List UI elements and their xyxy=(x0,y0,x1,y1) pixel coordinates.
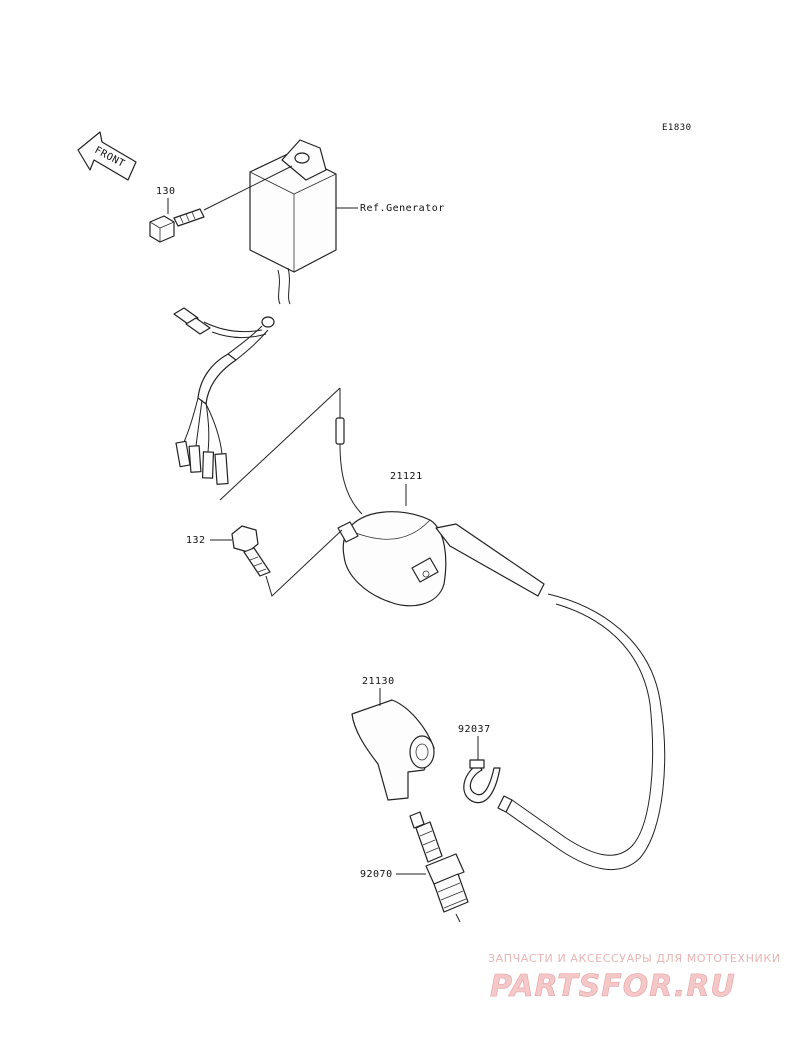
label-132: 132 xyxy=(186,535,206,546)
label-130: 130 xyxy=(156,186,176,197)
wire-harness xyxy=(173,307,275,485)
ht-lead-upper xyxy=(505,593,666,871)
diagram-code: E1830 xyxy=(662,123,692,133)
assembly-line-1 xyxy=(219,387,341,501)
ignition-coil[interactable] xyxy=(335,417,545,607)
watermark-tagline: ЗАПЧАСТИ И АКСЕССУАРЫ ДЛЯ МОТОТЕХНИКИ xyxy=(488,952,781,965)
spark-plug[interactable] xyxy=(409,811,469,923)
label-ref-generator: Ref.Generator xyxy=(360,203,445,214)
bolt-130[interactable] xyxy=(149,208,205,243)
label-92037: 92037 xyxy=(458,724,491,735)
ref-generator-unit[interactable] xyxy=(249,139,337,305)
plug-cap[interactable] xyxy=(351,699,435,801)
ht-lead-lower xyxy=(511,603,654,856)
bolt-130-axis xyxy=(203,165,293,211)
front-arrow-icon: FRONT xyxy=(77,131,137,181)
clamp[interactable] xyxy=(463,759,501,804)
ht-lead-end xyxy=(497,795,513,813)
label-21121: 21121 xyxy=(390,471,423,482)
bolt-132[interactable] xyxy=(231,525,271,577)
label-21130: 21130 xyxy=(362,676,395,687)
assembly-line-3 xyxy=(265,529,343,597)
label-92070: 92070 xyxy=(360,869,393,880)
watermark-brand: PARTSFOR.RU xyxy=(490,969,736,1004)
